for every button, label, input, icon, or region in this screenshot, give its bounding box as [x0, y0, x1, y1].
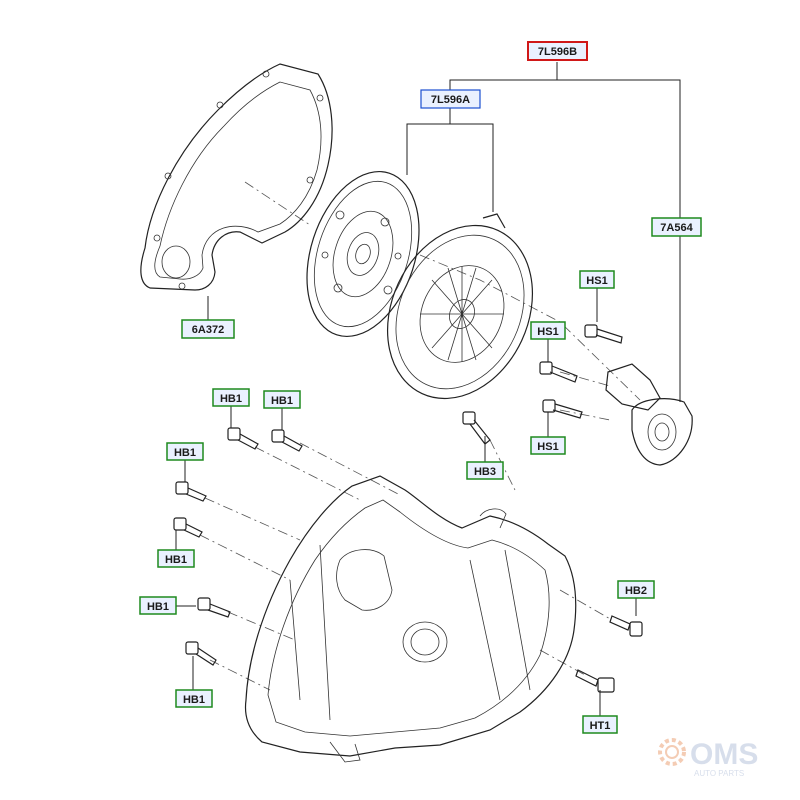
bolt-hb1-e: [197, 597, 231, 618]
callout-hb1-e-text: HB1: [147, 601, 169, 613]
bolts: [173, 324, 643, 693]
callout-hb1-f[interactable]: HB1: [175, 689, 213, 708]
bolt-hb2: [609, 615, 643, 637]
callout-hb3-text: HB3: [474, 466, 496, 478]
bolt-hb1-d: [173, 517, 203, 538]
callout-ht1-text: HT1: [590, 720, 611, 732]
callout-hb1-c-text: HB1: [174, 447, 196, 459]
bolt-hb1-b: [271, 429, 303, 452]
callout-7A564[interactable]: 7A564: [651, 217, 702, 237]
callout-hs1-b-text: HS1: [537, 326, 558, 338]
gasket-plate: [140, 63, 333, 291]
callout-hb2-text: HB2: [625, 585, 647, 597]
callout-hb1-d[interactable]: HB1: [157, 549, 195, 568]
callout-7L596B-text: 7L596B: [538, 46, 577, 58]
gear-icon: [658, 738, 686, 766]
alignment-lines: [199, 181, 641, 691]
watermark-subtext: AUTO PARTS: [694, 769, 744, 778]
watermark-text: OMS: [690, 738, 758, 771]
callout-7L596B[interactable]: 7L596B: [527, 41, 588, 61]
transmission-housing: [244, 475, 577, 763]
callout-hb2[interactable]: HB2: [617, 580, 655, 599]
leader-lines: [174, 62, 681, 716]
bolt-hs1-b: [539, 361, 578, 383]
callout-hb1-d-text: HB1: [165, 554, 187, 566]
callout-6A372-text: 6A372: [192, 324, 224, 336]
bolt-hb1-a: [227, 427, 259, 450]
callout-hs1-c[interactable]: HS1: [530, 436, 566, 455]
callout-hb1-e[interactable]: HB1: [139, 596, 177, 615]
bolt-hb1-c: [175, 481, 207, 502]
stud-ht1: [575, 669, 615, 693]
bolt-hb1-f: [185, 641, 217, 666]
callout-hb1-a-text: HB1: [220, 393, 242, 405]
callout-7L596A-text: 7L596A: [431, 94, 470, 106]
slave-cylinder: [605, 363, 693, 466]
bolt-hb3: [462, 411, 491, 445]
pressure-plate: [386, 213, 534, 400]
callout-hb1-c[interactable]: HB1: [166, 442, 204, 461]
callout-hb1-b-text: HB1: [271, 395, 293, 407]
callout-hb1-b[interactable]: HB1: [263, 390, 301, 409]
callout-7A564-text: 7A564: [660, 222, 693, 234]
callout-hs1-a[interactable]: HS1: [579, 270, 615, 289]
callout-6A372[interactable]: 6A372: [181, 319, 235, 339]
callout-hs1-c-text: HS1: [537, 441, 558, 453]
bolt-hs1-c: [542, 399, 583, 419]
callout-hb1-f-text: HB1: [183, 694, 205, 706]
callout-hb1-a[interactable]: HB1: [212, 388, 250, 407]
bolt-hs1-a: [584, 324, 623, 344]
callout-hs1-b[interactable]: HS1: [530, 321, 566, 340]
clutch-disc: [306, 170, 420, 338]
callout-ht1[interactable]: HT1: [582, 715, 618, 734]
oms-logo-watermark: OMS AUTO PARTS: [658, 738, 758, 778]
callout-7L596A[interactable]: 7L596A: [420, 89, 481, 109]
callout-hs1-a-text: HS1: [586, 275, 607, 287]
callout-hb3[interactable]: HB3: [466, 461, 504, 480]
